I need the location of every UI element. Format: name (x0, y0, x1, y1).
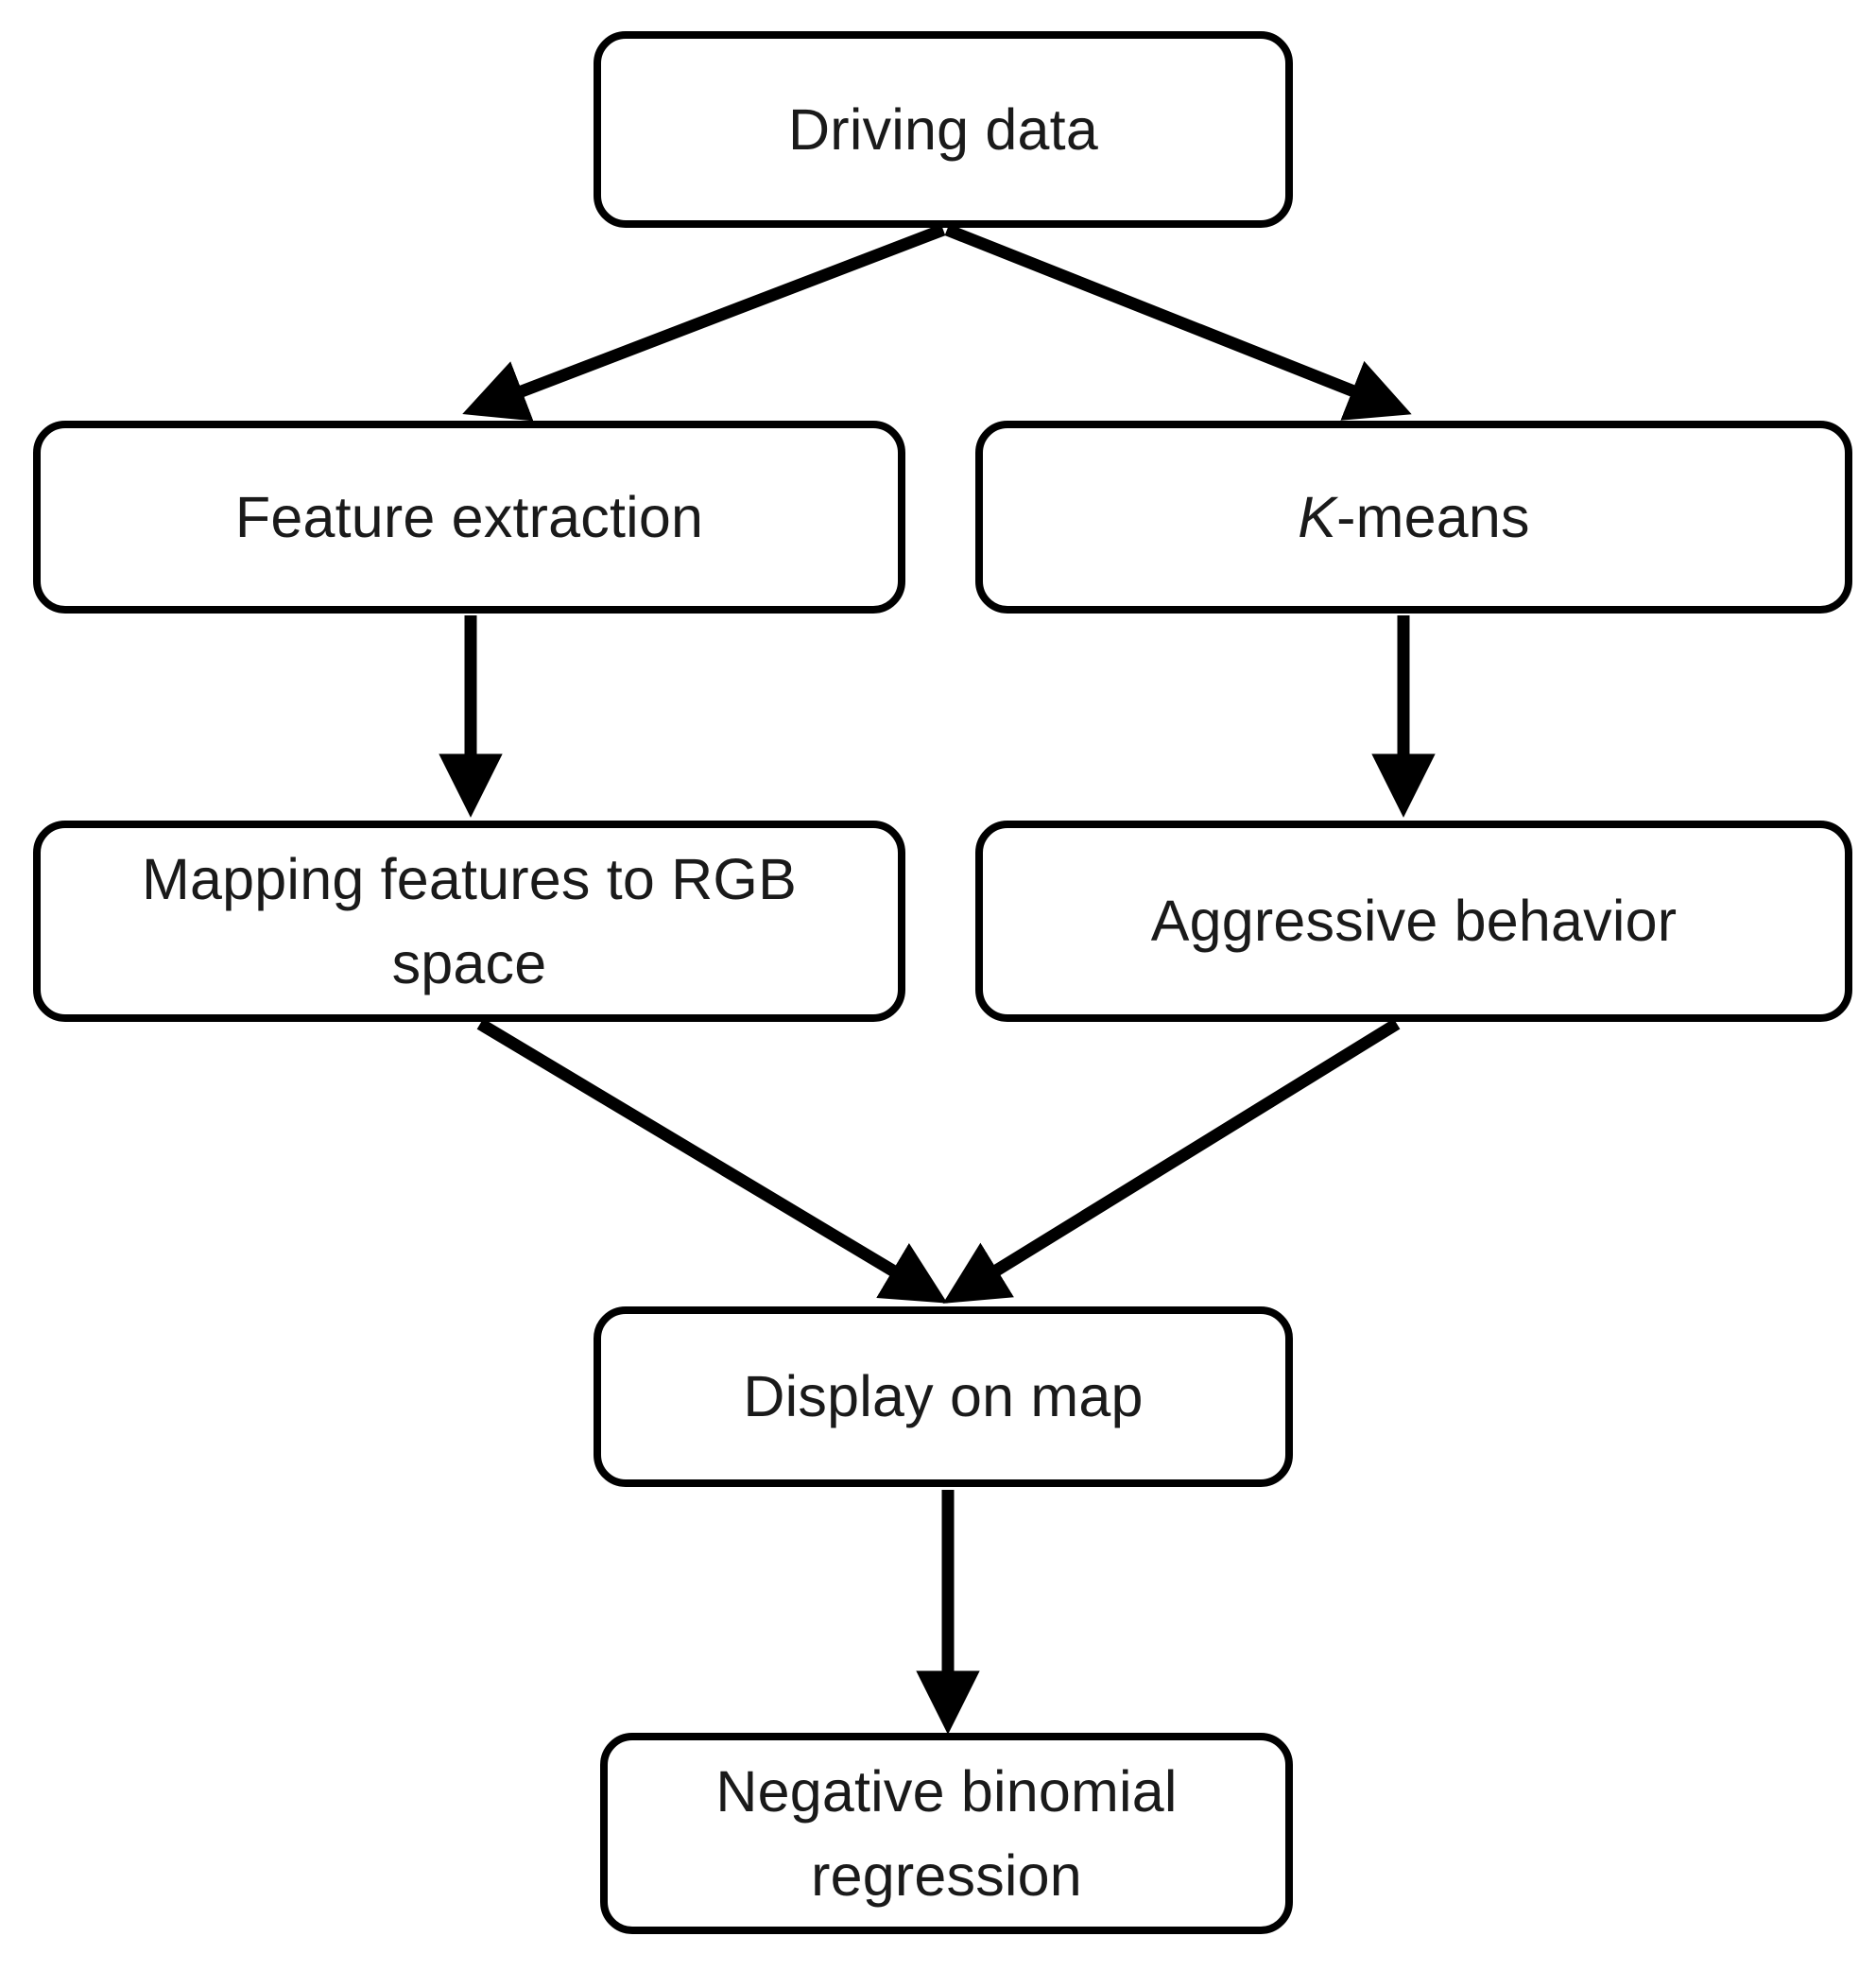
node-driving-data-label: Driving data (788, 96, 1098, 162)
node-kmeans-label-prefix: K (1298, 484, 1337, 549)
node-kmeans-label: K-means (1273, 480, 1555, 554)
node-aggressive-behavior-label: Aggressive behavior (1150, 889, 1678, 954)
node-mapping-features-to-rgb-space-label: Mapping features to RGB space (142, 847, 797, 995)
node-kmeans[interactable]: K-means (975, 421, 1852, 614)
edge-driving-to-feature (462, 223, 946, 422)
node-display-on-map-label: Display on map (743, 1364, 1144, 1429)
edge-aggressive-to-display (942, 1018, 1401, 1304)
node-feature-extraction[interactable]: Feature extraction (33, 421, 905, 614)
node-display-on-map[interactable]: Display on map (594, 1306, 1293, 1487)
node-kmeans-label-suffix: -means (1336, 484, 1530, 549)
node-aggressive-behavior[interactable]: Aggressive behavior (975, 821, 1852, 1022)
node-feature-extraction-label: Feature extraction (234, 484, 704, 549)
node-driving-data[interactable]: Driving data (594, 31, 1293, 228)
node-mapping-features-to-rgb-space[interactable]: Mapping features to RGB space (33, 821, 905, 1022)
node-negative-binomial-regression[interactable]: Negative binomial regression (600, 1733, 1293, 1934)
edge-driving-to-kmeans (944, 223, 1412, 421)
edge-mapping-to-display (476, 1018, 948, 1304)
node-negative-binomial-regression-label: Negative binomial regression (715, 1759, 1178, 1908)
